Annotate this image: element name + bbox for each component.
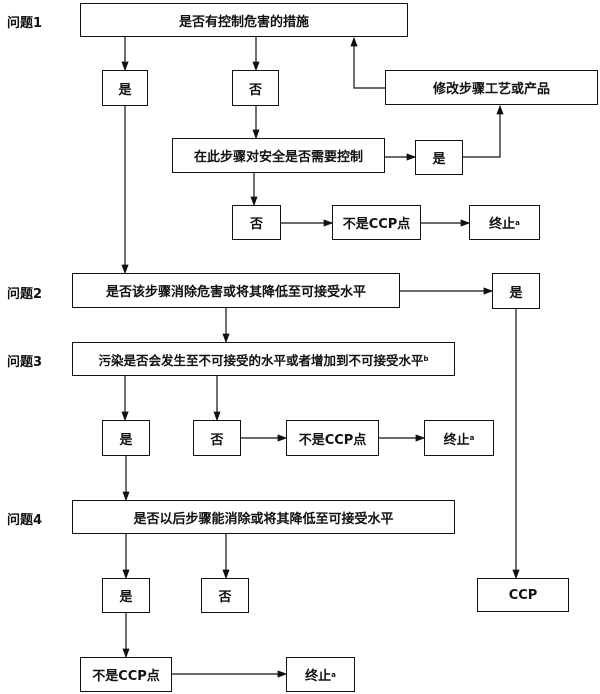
footnote-a: a [331, 670, 336, 679]
stop-label: 终止 [489, 217, 516, 232]
yes-to-modify-arrow [463, 104, 504, 158]
need-no-box: 否 [232, 205, 281, 240]
footnote-a: a [515, 218, 520, 227]
q3-no-box: 否 [193, 420, 241, 456]
not-ccp-box-1: 不是CCP点 [332, 205, 421, 240]
not-ccp-box-3: 不是CCP点 [80, 657, 172, 692]
stop-label: 终止 [305, 669, 332, 684]
footnote-b: b [423, 355, 429, 363]
q4-yes-box: 是 [102, 578, 150, 613]
ccp-box: CCP [477, 578, 569, 612]
modify-box: 修改步骤工艺或产品 [385, 70, 598, 105]
q3-text: 污染是否会发生至不可接受的水平或者增加到不可接受水平 [98, 352, 424, 368]
footnote-a: a [469, 434, 475, 442]
not-ccp-box-2: 不是CCP点 [286, 420, 379, 456]
question-2-label: 问题2 [7, 287, 43, 302]
q1-box: 是否有控制危害的措施 [80, 3, 408, 37]
need-control-box: 在此步骤对安全是否需要控制 [172, 138, 385, 173]
q2-yes-box: 是 [492, 273, 540, 309]
question-1-label: 问题1 [7, 16, 43, 31]
need-yes-box: 是 [415, 140, 463, 175]
q3-yes-box: 是 [102, 420, 150, 456]
modify-to-q1-arrow [350, 36, 385, 89]
q1-no-box: 否 [232, 70, 279, 106]
question-3-label: 问题3 [7, 355, 43, 370]
question-4-label: 问题4 [7, 513, 43, 528]
q4-box: 是否以后步骤能消除或将其降低至可接受水平 [72, 500, 455, 534]
q2-box: 是否该步骤消除危害或将其降低至可接受水平 [72, 273, 400, 308]
q4-no-box: 否 [201, 578, 249, 613]
q1-yes-box: 是 [102, 70, 148, 106]
stop-label: 终止 [443, 432, 470, 448]
